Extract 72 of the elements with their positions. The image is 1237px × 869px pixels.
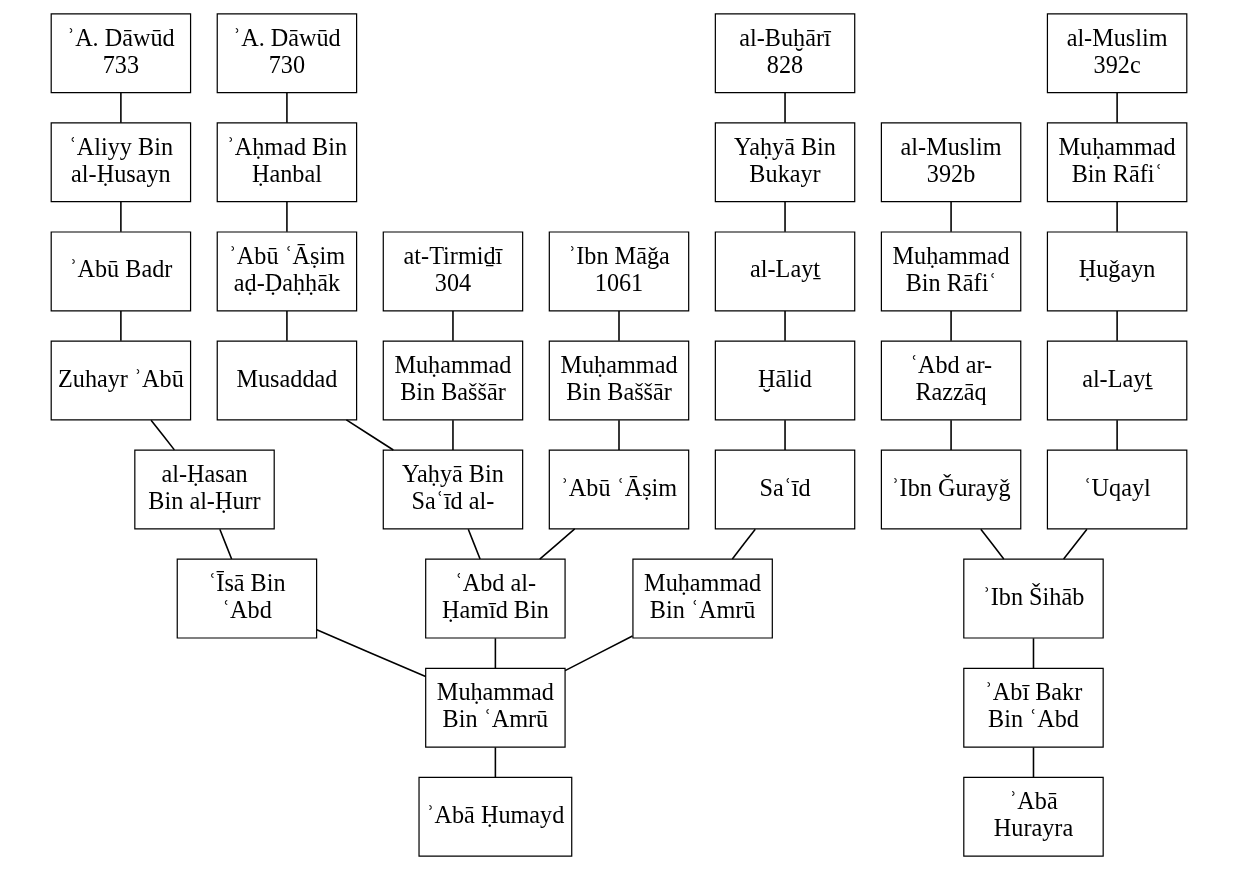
- connector: [783, 91, 786, 123]
- node-box: al-Muslim 392b: [880, 121, 1021, 202]
- connector: [563, 634, 633, 671]
- node-box: Muḥammad Bin Rāfiʿ: [1046, 121, 1187, 202]
- connector: [315, 628, 426, 677]
- node-box: al-Layṯ: [1046, 339, 1187, 420]
- node-box: Musaddad: [216, 339, 357, 420]
- connector: [949, 418, 952, 451]
- connector: [979, 527, 1005, 560]
- node-box: ʾAbā Ḥumayd: [417, 776, 572, 857]
- connector: [285, 309, 288, 342]
- connector: [119, 91, 122, 123]
- node-box: Muḥammad Bin Baššār: [548, 339, 689, 420]
- connector: [119, 309, 122, 342]
- connector: [949, 200, 952, 232]
- connector: [1115, 309, 1118, 342]
- connector: [1032, 637, 1034, 669]
- connector: [783, 418, 786, 451]
- connector: [1115, 200, 1118, 232]
- connector: [149, 418, 175, 451]
- node-box: Yaḥyā Bin Saʿīd al-: [382, 449, 523, 530]
- connector: [1115, 418, 1118, 451]
- node-box: ʾA. Dāwūd 733: [50, 12, 191, 93]
- node-box: ʾAbū Badr: [50, 230, 191, 311]
- node-box: ʿUqayl: [1046, 449, 1187, 530]
- connector: [1032, 746, 1034, 778]
- connector: [467, 527, 481, 560]
- node-box: ʿAbd al- Ḥamīd Bin: [424, 558, 566, 639]
- node-box: ʿAliyy Bin al-Ḥusayn: [50, 121, 191, 202]
- connector: [783, 309, 786, 342]
- connector: [494, 746, 496, 778]
- node-box: Muḥammad Bin ʿAmrū: [631, 558, 773, 639]
- node-box: ʾAbā Hurayra: [962, 776, 1104, 857]
- node-box: Muḥammad Bin Baššār: [382, 339, 523, 420]
- connector: [119, 200, 122, 232]
- node-box: Muḥammad Bin Rāfiʿ: [880, 230, 1021, 311]
- node-box: al-Muslim 392c: [1046, 12, 1187, 93]
- node-box: ʿAbd ar- Razzāq: [880, 339, 1021, 420]
- node-box: ʾIbn Māǧa 1061: [548, 230, 689, 311]
- connector: [731, 527, 756, 560]
- connector: [538, 527, 575, 560]
- node-box: ʾAbū ʿĀṣim: [548, 449, 689, 530]
- connector: [1115, 91, 1118, 123]
- node-box: ʾIbn Šihāb: [962, 558, 1104, 639]
- node-box: Ḫālid: [714, 339, 855, 420]
- node-box: Saʿīd: [714, 449, 855, 530]
- node-box: al-Buḫārī 828: [714, 12, 855, 93]
- node-box: Yaḥyā Bin Bukayr: [714, 121, 855, 202]
- node-box: ʾA. Dāwūd 730: [216, 12, 357, 93]
- connector: [345, 418, 394, 451]
- node-box: ʾAbū ʿĀṣim aḍ-Ḍaḥḥāk: [216, 230, 357, 311]
- connector: [617, 309, 620, 342]
- node-box: ʾAbī Bakr Bin ʿAbd: [962, 667, 1104, 748]
- node-box: ʾAḥmad Bin Ḥanbal: [216, 121, 357, 202]
- node-box: Muḥammad Bin ʿAmrū: [424, 667, 566, 748]
- connector: [617, 418, 620, 451]
- node-box: ʾIbn Ǧurayǧ: [880, 449, 1021, 530]
- node-box: ʿĪsā Bin ʿAbd: [176, 558, 317, 639]
- connector: [783, 200, 786, 232]
- connector: [949, 309, 952, 342]
- connector: [285, 200, 288, 232]
- node-box: Zuhayr ʾAbū: [50, 339, 191, 420]
- node-box: Ḥuǧayn: [1046, 230, 1187, 311]
- connector: [494, 637, 496, 669]
- connector: [285, 91, 288, 123]
- connector: [1062, 527, 1088, 560]
- node-box: al-Ḥasan Bin al-Ḥurr: [133, 449, 275, 530]
- connector: [451, 309, 454, 342]
- connector: [218, 527, 232, 560]
- connector: [451, 418, 454, 451]
- node-box: at-Tirmiḏī 304: [382, 230, 523, 311]
- node-box: al-Layṯ: [714, 230, 855, 311]
